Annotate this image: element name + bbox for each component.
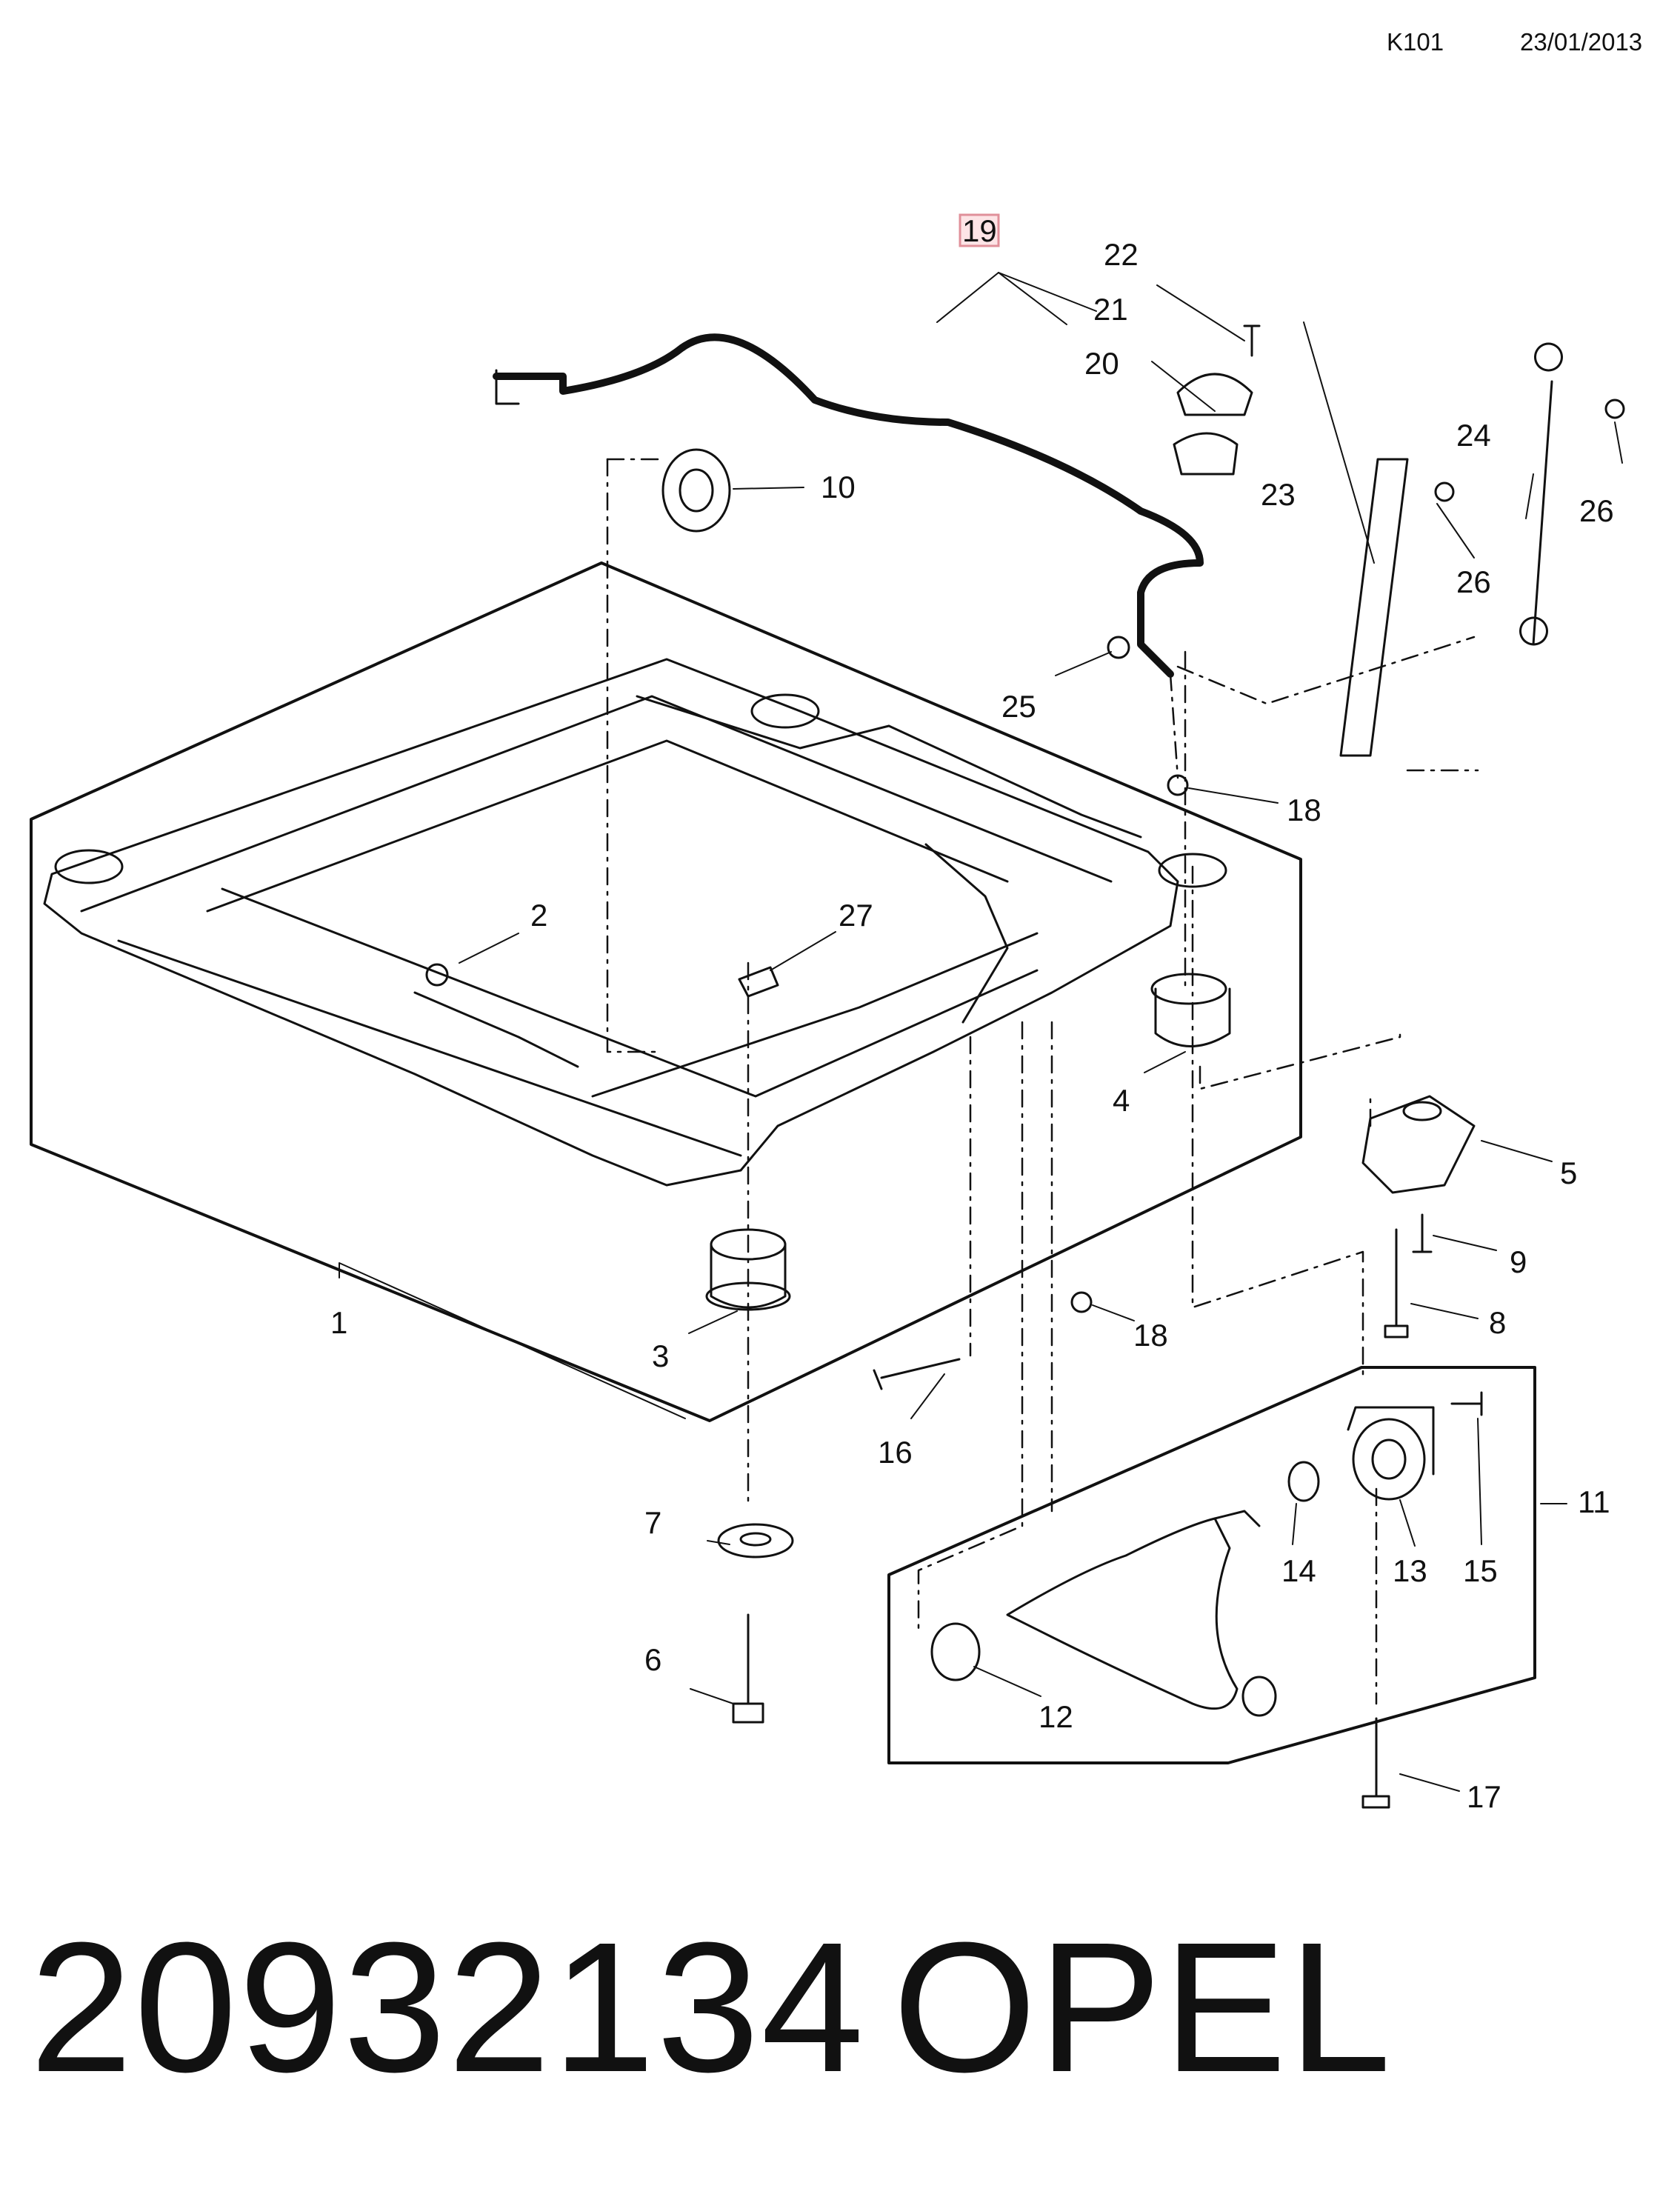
nut-2: [425, 963, 449, 987]
callout-20[interactable]: 20: [1084, 346, 1119, 381]
callout-8[interactable]: 8: [1489, 1305, 1506, 1340]
bolt-16: [873, 1358, 961, 1390]
callout-19[interactable]: 19: [962, 213, 997, 248]
callout-12[interactable]: 12: [1039, 1699, 1073, 1734]
bolt-17: [1361, 1717, 1390, 1809]
washer-14: [1287, 1461, 1320, 1502]
washer-25: [1107, 636, 1130, 659]
clamp-20: [1176, 373, 1253, 416]
callout-7[interactable]: 7: [644, 1505, 661, 1540]
callout-14[interactable]: 14: [1281, 1553, 1316, 1588]
stabilizer-bar: [493, 333, 1204, 678]
callout-27[interactable]: 27: [839, 898, 873, 933]
nut-26-upper: [1604, 399, 1625, 419]
callout-5[interactable]: 5: [1560, 1156, 1577, 1190]
callout-25[interactable]: 25: [1001, 689, 1036, 724]
link-24: [1519, 342, 1563, 646]
callout-21[interactable]: 21: [1093, 292, 1128, 327]
bushing-21: [1173, 432, 1239, 476]
bushing-4: [1150, 973, 1231, 1047]
diagram-code: K101: [1387, 28, 1444, 56]
callout-13[interactable]: 13: [1393, 1553, 1427, 1588]
subframe-box: [30, 561, 1302, 1422]
diagram-date: 23/01/2013: [1520, 28, 1643, 56]
part-number: 20932134: [30, 1904, 866, 2110]
callout-26-lower[interactable]: 26: [1456, 564, 1491, 599]
bolt-8: [1384, 1228, 1409, 1338]
callout-10[interactable]: 10: [821, 470, 856, 504]
callout-17[interactable]: 17: [1467, 1779, 1501, 1814]
control-arm: [1006, 1517, 1239, 1710]
callout-4[interactable]: 4: [1113, 1083, 1130, 1118]
bolt-22: [1243, 324, 1261, 357]
callout-3[interactable]: 3: [652, 1338, 669, 1373]
bolt-9: [1412, 1213, 1433, 1253]
callout-6[interactable]: 6: [644, 1642, 661, 1677]
callout-16[interactable]: 16: [878, 1435, 913, 1470]
callout-9[interactable]: 9: [1510, 1244, 1527, 1279]
callout-26-upper[interactable]: 26: [1579, 493, 1614, 528]
bracket-5: [1361, 1095, 1476, 1194]
callout-11[interactable]: 11: [1578, 1484, 1610, 1519]
bolt-6: [732, 1613, 764, 1724]
callout-22[interactable]: 22: [1104, 237, 1139, 272]
callout-18-upper[interactable]: 18: [1287, 793, 1321, 827]
callout-1[interactable]: 1: [330, 1305, 347, 1340]
bushing-10: [661, 448, 731, 533]
callout-24[interactable]: 24: [1456, 418, 1491, 453]
highlight-box-19: [959, 213, 1000, 247]
bushing-13: [1352, 1418, 1426, 1501]
callout-2[interactable]: 2: [530, 898, 547, 933]
nut-18-lower: [1070, 1291, 1093, 1313]
washer-7: [717, 1523, 794, 1558]
brand-name: OPEL: [893, 1904, 1393, 2110]
control-arm-box: [887, 1366, 1536, 1764]
bolt-15: [1450, 1391, 1483, 1416]
clip-27: [738, 966, 779, 998]
link-23: [1339, 458, 1409, 757]
nut-26-lower: [1434, 481, 1455, 502]
callout-15[interactable]: 15: [1463, 1553, 1498, 1588]
callout-23[interactable]: 23: [1261, 477, 1296, 512]
bushing-12: [930, 1622, 981, 1681]
callout-18-lower[interactable]: 18: [1133, 1318, 1168, 1353]
subframe-crossmember: [43, 658, 1227, 1187]
